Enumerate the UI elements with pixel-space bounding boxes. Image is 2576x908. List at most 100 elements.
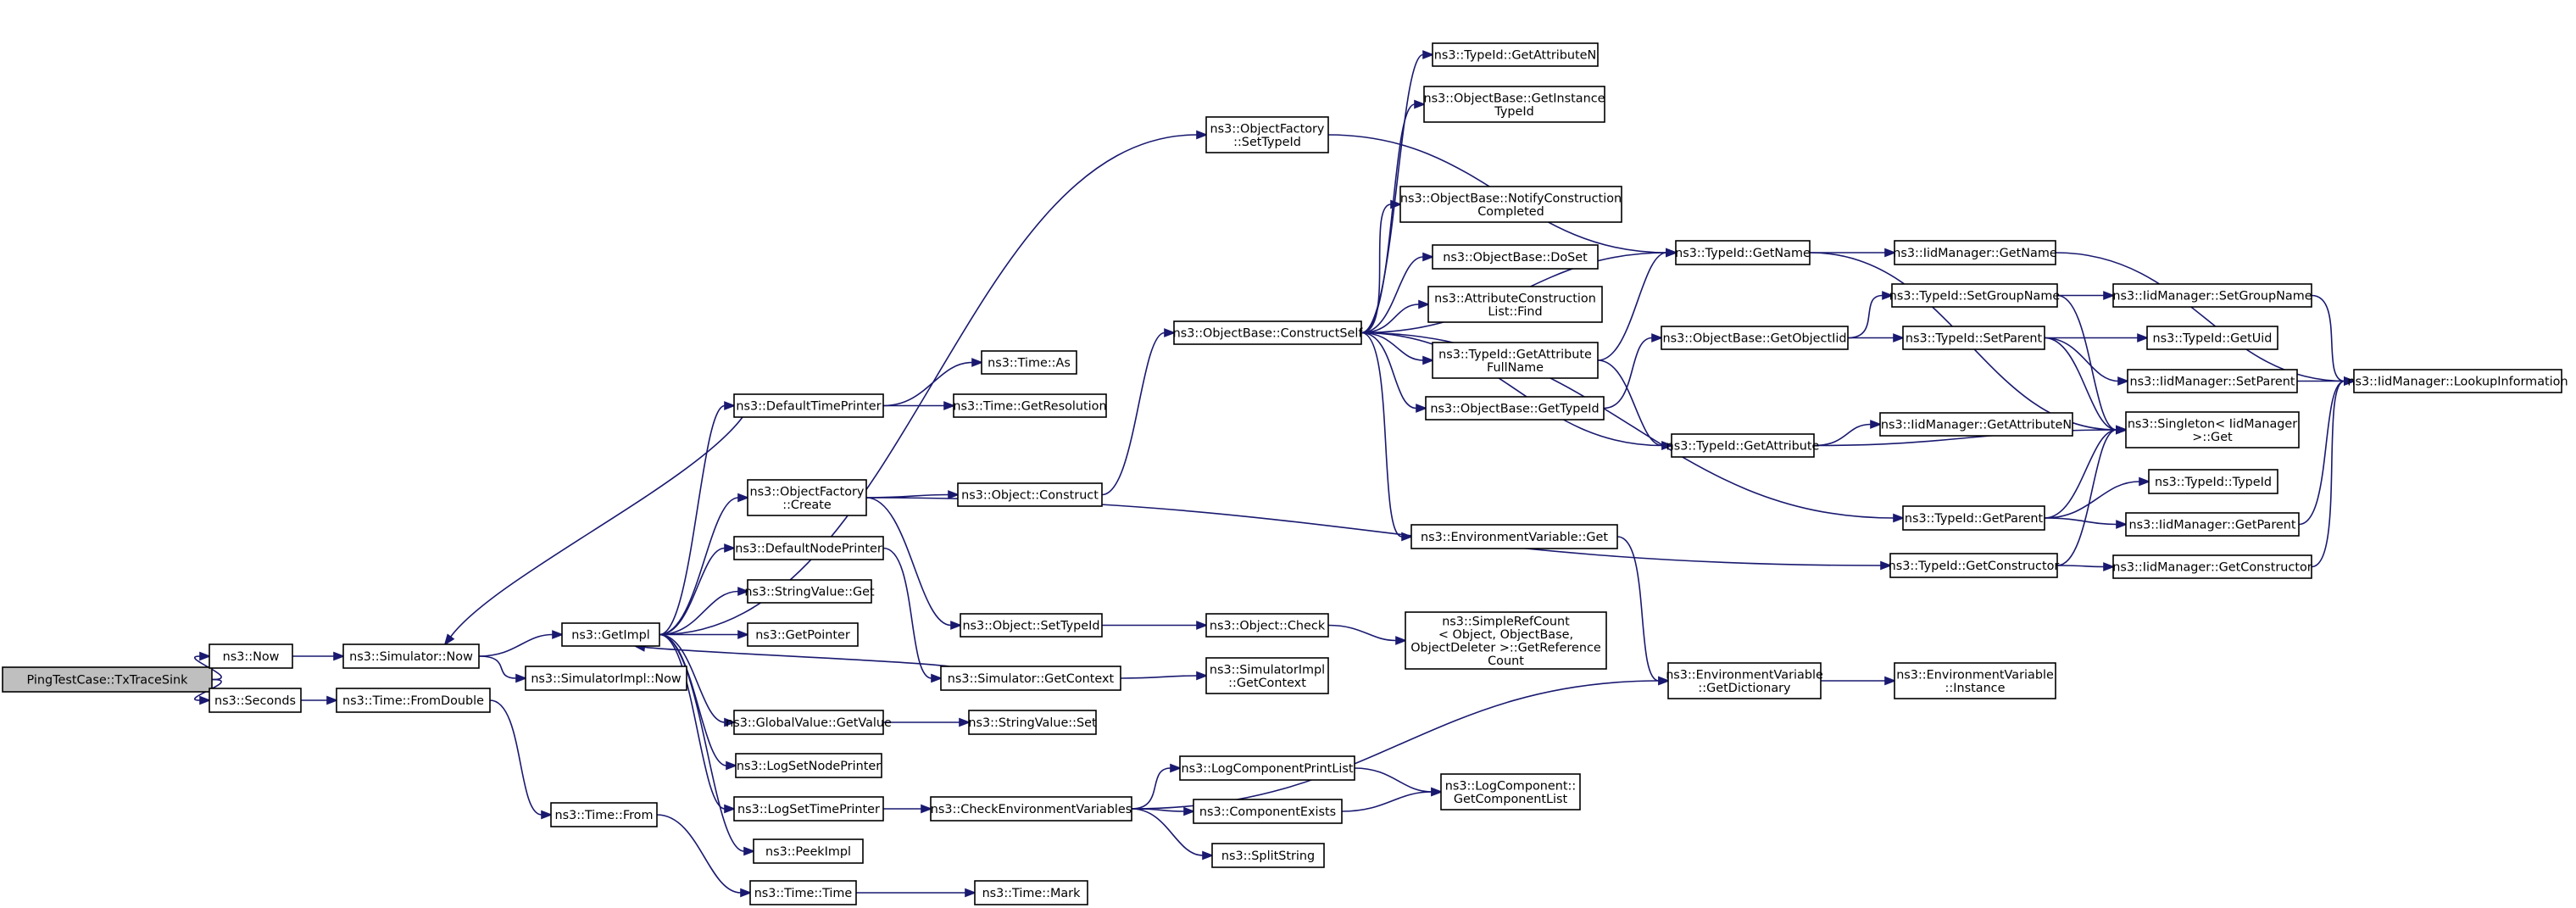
node-objsettypeid[interactable]: ns3::Object::SetTypeId (960, 613, 1103, 638)
edge-arrowhead (2103, 291, 2116, 300)
node-lcprintlist[interactable]: ns3::LogComponentPrintList (1179, 755, 1355, 781)
node-logsettime[interactable]: ns3::LogSetTimePrinter (733, 796, 884, 822)
node-splitstring[interactable]: ns3::SplitString (1211, 843, 1325, 868)
node-tidgetctor[interactable]: ns3::TypeId::GetConstructor (1889, 553, 2060, 578)
node-compexists[interactable]: ns3::ComponentExists (1193, 799, 1343, 824)
edge-arrowhead (199, 695, 212, 705)
edge-obgettypeid-to-obgetobjtid (1603, 333, 1664, 409)
node-svget[interactable]: ns3::StringValue::Get (744, 579, 875, 604)
edge-line (659, 590, 739, 636)
node-tidgetname[interactable]: ns3::TypeId::GetName (1675, 240, 1811, 265)
node-obconstructself[interactable]: ns3::ObjectBase::ConstructSelf (1173, 320, 1364, 345)
node-label: ns3::ObjectBase::GetInstance (1424, 92, 1605, 105)
node-obnotify[interactable]: ns3::ObjectBase::NotifyConstructionCompl… (1399, 186, 1622, 223)
edge-line (1131, 767, 1171, 810)
node-simnow[interactable]: ns3::Simulator::Now (342, 643, 480, 669)
edge-objconstruct-to-obconstructself (1101, 328, 1177, 496)
node-timemark[interactable]: ns3::Time::Mark (974, 880, 1088, 905)
node-objcheck[interactable]: ns3::Object::Check (1205, 613, 1329, 638)
node-gvgetvalue[interactable]: ns3::GlobalValue::GetValue (726, 710, 892, 735)
edge-line (659, 497, 739, 636)
edge-line (1360, 331, 1417, 409)
node-obgetobjtid[interactable]: ns3::ObjectBase::GetObjectIid (1661, 326, 1849, 350)
node-iidgetctor[interactable]: ns3::IidManager::GetConstructor (2112, 554, 2312, 579)
edge-line (1360, 103, 1416, 334)
node-simrefcount[interactable]: ns3::SimpleRefCount< Object, ObjectBase,… (1405, 611, 1607, 670)
edge-tidgetctor-to-singleton (2056, 425, 2128, 566)
node-obdoset[interactable]: ns3::ObjectBase::DoSet (1432, 244, 1599, 270)
node-tidtypeid[interactable]: ns3::TypeId::TypeId (2148, 469, 2278, 494)
node-envget[interactable]: ns3::EnvironmentVariable::Get (1410, 524, 1618, 549)
node-now[interactable]: ns3::Now (209, 643, 293, 669)
node-dtp[interactable]: ns3::DefaultTimePrinter (733, 393, 884, 418)
node-iidlookup[interactable]: ns3::IidManager::LookupInformation (2347, 369, 2568, 393)
node-label: TypeId (1494, 105, 1533, 119)
edge-arrowhead (1164, 328, 1177, 337)
edge-line (2044, 517, 2117, 526)
node-envgetdict[interactable]: ns3::EnvironmentVariable::GetDictionary (1666, 662, 1823, 699)
node-ping[interactable]: PingTestCase::TxTraceSink (2, 666, 213, 693)
node-tidgetattrn[interactable]: ns3::TypeId::GetAttributeN (1432, 42, 1599, 67)
node-checkenv[interactable]: ns3::CheckEnvironmentVariables (930, 796, 1132, 822)
node-simimplgetctx[interactable]: ns3::SimulatorImpl::GetContext (1205, 657, 1329, 694)
node-peekimpl[interactable]: ns3::PeekImpl (753, 838, 864, 864)
node-obgettypeid[interactable]: ns3::ObjectBase::GetTypeId (1425, 396, 1605, 421)
node-lcgetlist[interactable]: ns3::LogComponent::GetComponentList (1440, 773, 1581, 811)
node-label: ::Instance (1945, 682, 2006, 695)
node-getpointer[interactable]: ns3::GetPointer (747, 622, 859, 647)
edge-arrowhead (552, 630, 565, 639)
node-tidgetuid[interactable]: ns3::TypeId::GetUid (2146, 326, 2278, 350)
edge-obconstructself-to-acfind (1360, 299, 1431, 334)
edge-checkenv-to-lcprintlist (1131, 763, 1182, 810)
node-tidsetgroup[interactable]: ns3::TypeId::SetGroupName (1889, 283, 2061, 308)
node-svset[interactable]: ns3::StringValue::Set (968, 710, 1097, 735)
node-timetime[interactable]: ns3::Time::Time (749, 880, 857, 905)
node-logsetnode[interactable]: ns3::LogSetNodePrinter (735, 753, 882, 778)
node-simgetctx[interactable]: ns3::Simulator::GetContext (940, 666, 1121, 691)
node-envinst[interactable]: ns3::EnvironmentVariable::Instance (1894, 662, 2056, 699)
edge-tidsetparent-to-singleton (2044, 337, 2128, 435)
node-timeas[interactable]: ns3::Time::As (981, 350, 1077, 375)
node-label: List::Find (1488, 305, 1542, 319)
node-iidgetattrn[interactable]: ns3::IidManager::GetAttributeN (1879, 412, 2073, 437)
node-iidgetparent[interactable]: ns3::IidManager::GetParent (2125, 512, 2300, 537)
edge-arrowhead (1431, 787, 1444, 797)
node-ofsettypeid[interactable]: ns3::ObjectFactory::SetTypeId (1205, 116, 1329, 153)
node-timefrom[interactable]: ns3::Time::From (550, 802, 658, 827)
edge-line (659, 633, 726, 810)
node-label: ns3::TypeId::GetParent (1905, 512, 2044, 526)
edge-line (1360, 304, 1420, 334)
node-tidgetattr[interactable]: ns3::TypeId::GetAttribute (1666, 433, 1820, 458)
node-singleton[interactable]: ns3::Singleton< IidManager>::Get (2125, 411, 2300, 448)
node-dnp[interactable]: ns3::DefaultNodePrinter (733, 536, 884, 560)
node-label: ns3::Singleton< IidManager (2128, 417, 2297, 431)
node-fromdouble[interactable]: ns3::Time::FromDouble (336, 688, 491, 713)
node-iidsetgroup[interactable]: ns3::IidManager::SetGroupName (2112, 283, 2312, 308)
node-getres[interactable]: ns3::Time::GetResolution (953, 393, 1107, 418)
edge-objsettypeid-to-objcheck (1101, 621, 1209, 630)
node-iidsetparent[interactable]: ns3::IidManager::SetParent (2127, 369, 2298, 393)
edge-obgetobjtid-to-tidsetparent (1847, 333, 1906, 343)
node-label: ns3::StringValue::Get (744, 586, 875, 599)
node-ofcreate[interactable]: ns3::ObjectFactory::Create (747, 479, 867, 516)
node-label: ns3::DefaultNodePrinter (735, 543, 882, 556)
node-seconds[interactable]: ns3::Seconds (209, 688, 302, 713)
node-label: FullName (1487, 361, 1544, 375)
node-tidgetparent[interactable]: ns3::TypeId::GetParent (1902, 505, 2045, 531)
node-label: ns3::Time::Time (754, 887, 853, 900)
node-objconstruct[interactable]: ns3::Object::Construct (957, 482, 1103, 507)
node-tidsetparent[interactable]: ns3::TypeId::SetParent (1902, 326, 2045, 350)
edge-getimpl-to-dnp (659, 543, 737, 636)
node-box (974, 880, 1088, 905)
edge-checkenv-to-envgetdict (1131, 676, 1671, 810)
node-iidgetname[interactable]: ns3::IidManager::GetName (1893, 240, 2057, 265)
edge-line (659, 633, 745, 852)
edge-arrowhead (1416, 404, 1428, 413)
node-simimplnow[interactable]: ns3::SimulatorImpl::Now (525, 666, 687, 691)
node-box (2112, 554, 2312, 579)
node-getimpl[interactable]: ns3::GetImpl (561, 622, 660, 647)
node-label: ns3::Simulator::GetContext (948, 672, 1115, 686)
